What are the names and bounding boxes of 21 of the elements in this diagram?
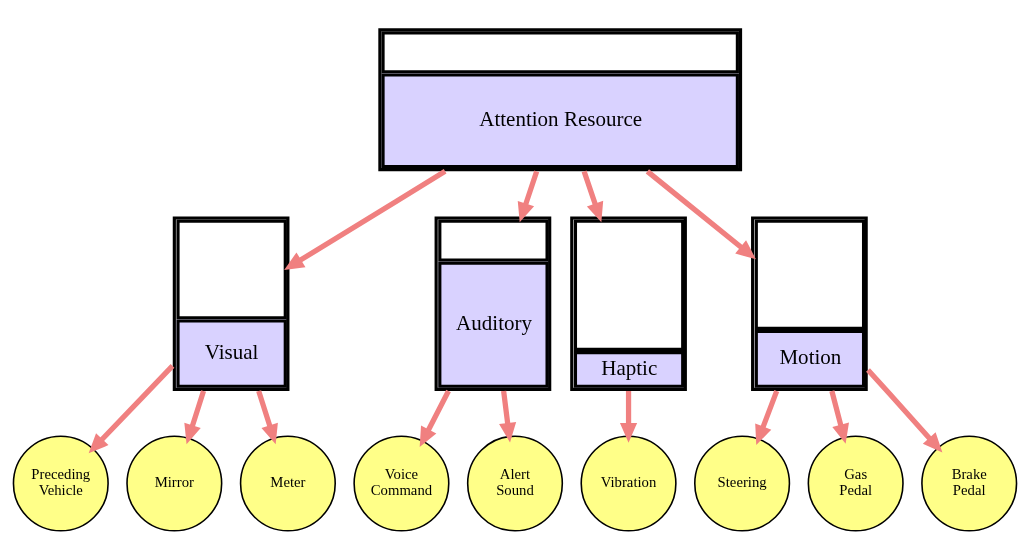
arrow xyxy=(581,170,603,223)
node-circle: Mirror xyxy=(125,435,222,532)
arrow xyxy=(498,390,516,443)
node-circle: Voice Command xyxy=(352,435,450,532)
arrow xyxy=(828,390,849,444)
arrow xyxy=(754,390,779,446)
node-circle: Meter xyxy=(239,435,336,532)
node-circle: Brake Pedal xyxy=(920,435,1017,532)
arrow xyxy=(255,390,278,445)
arrow xyxy=(865,368,942,453)
arrow xyxy=(283,169,446,271)
arrow xyxy=(183,390,206,445)
arrow xyxy=(419,389,451,447)
arrow xyxy=(517,170,539,223)
node-circle: Alert Sound xyxy=(466,435,563,532)
node-circle: Gas Pedal xyxy=(807,435,904,532)
node-circle: Steering xyxy=(693,435,790,532)
node-circle: Vibration xyxy=(579,435,677,532)
arrow xyxy=(645,169,756,260)
arrow xyxy=(88,364,174,454)
arrow xyxy=(619,390,637,443)
